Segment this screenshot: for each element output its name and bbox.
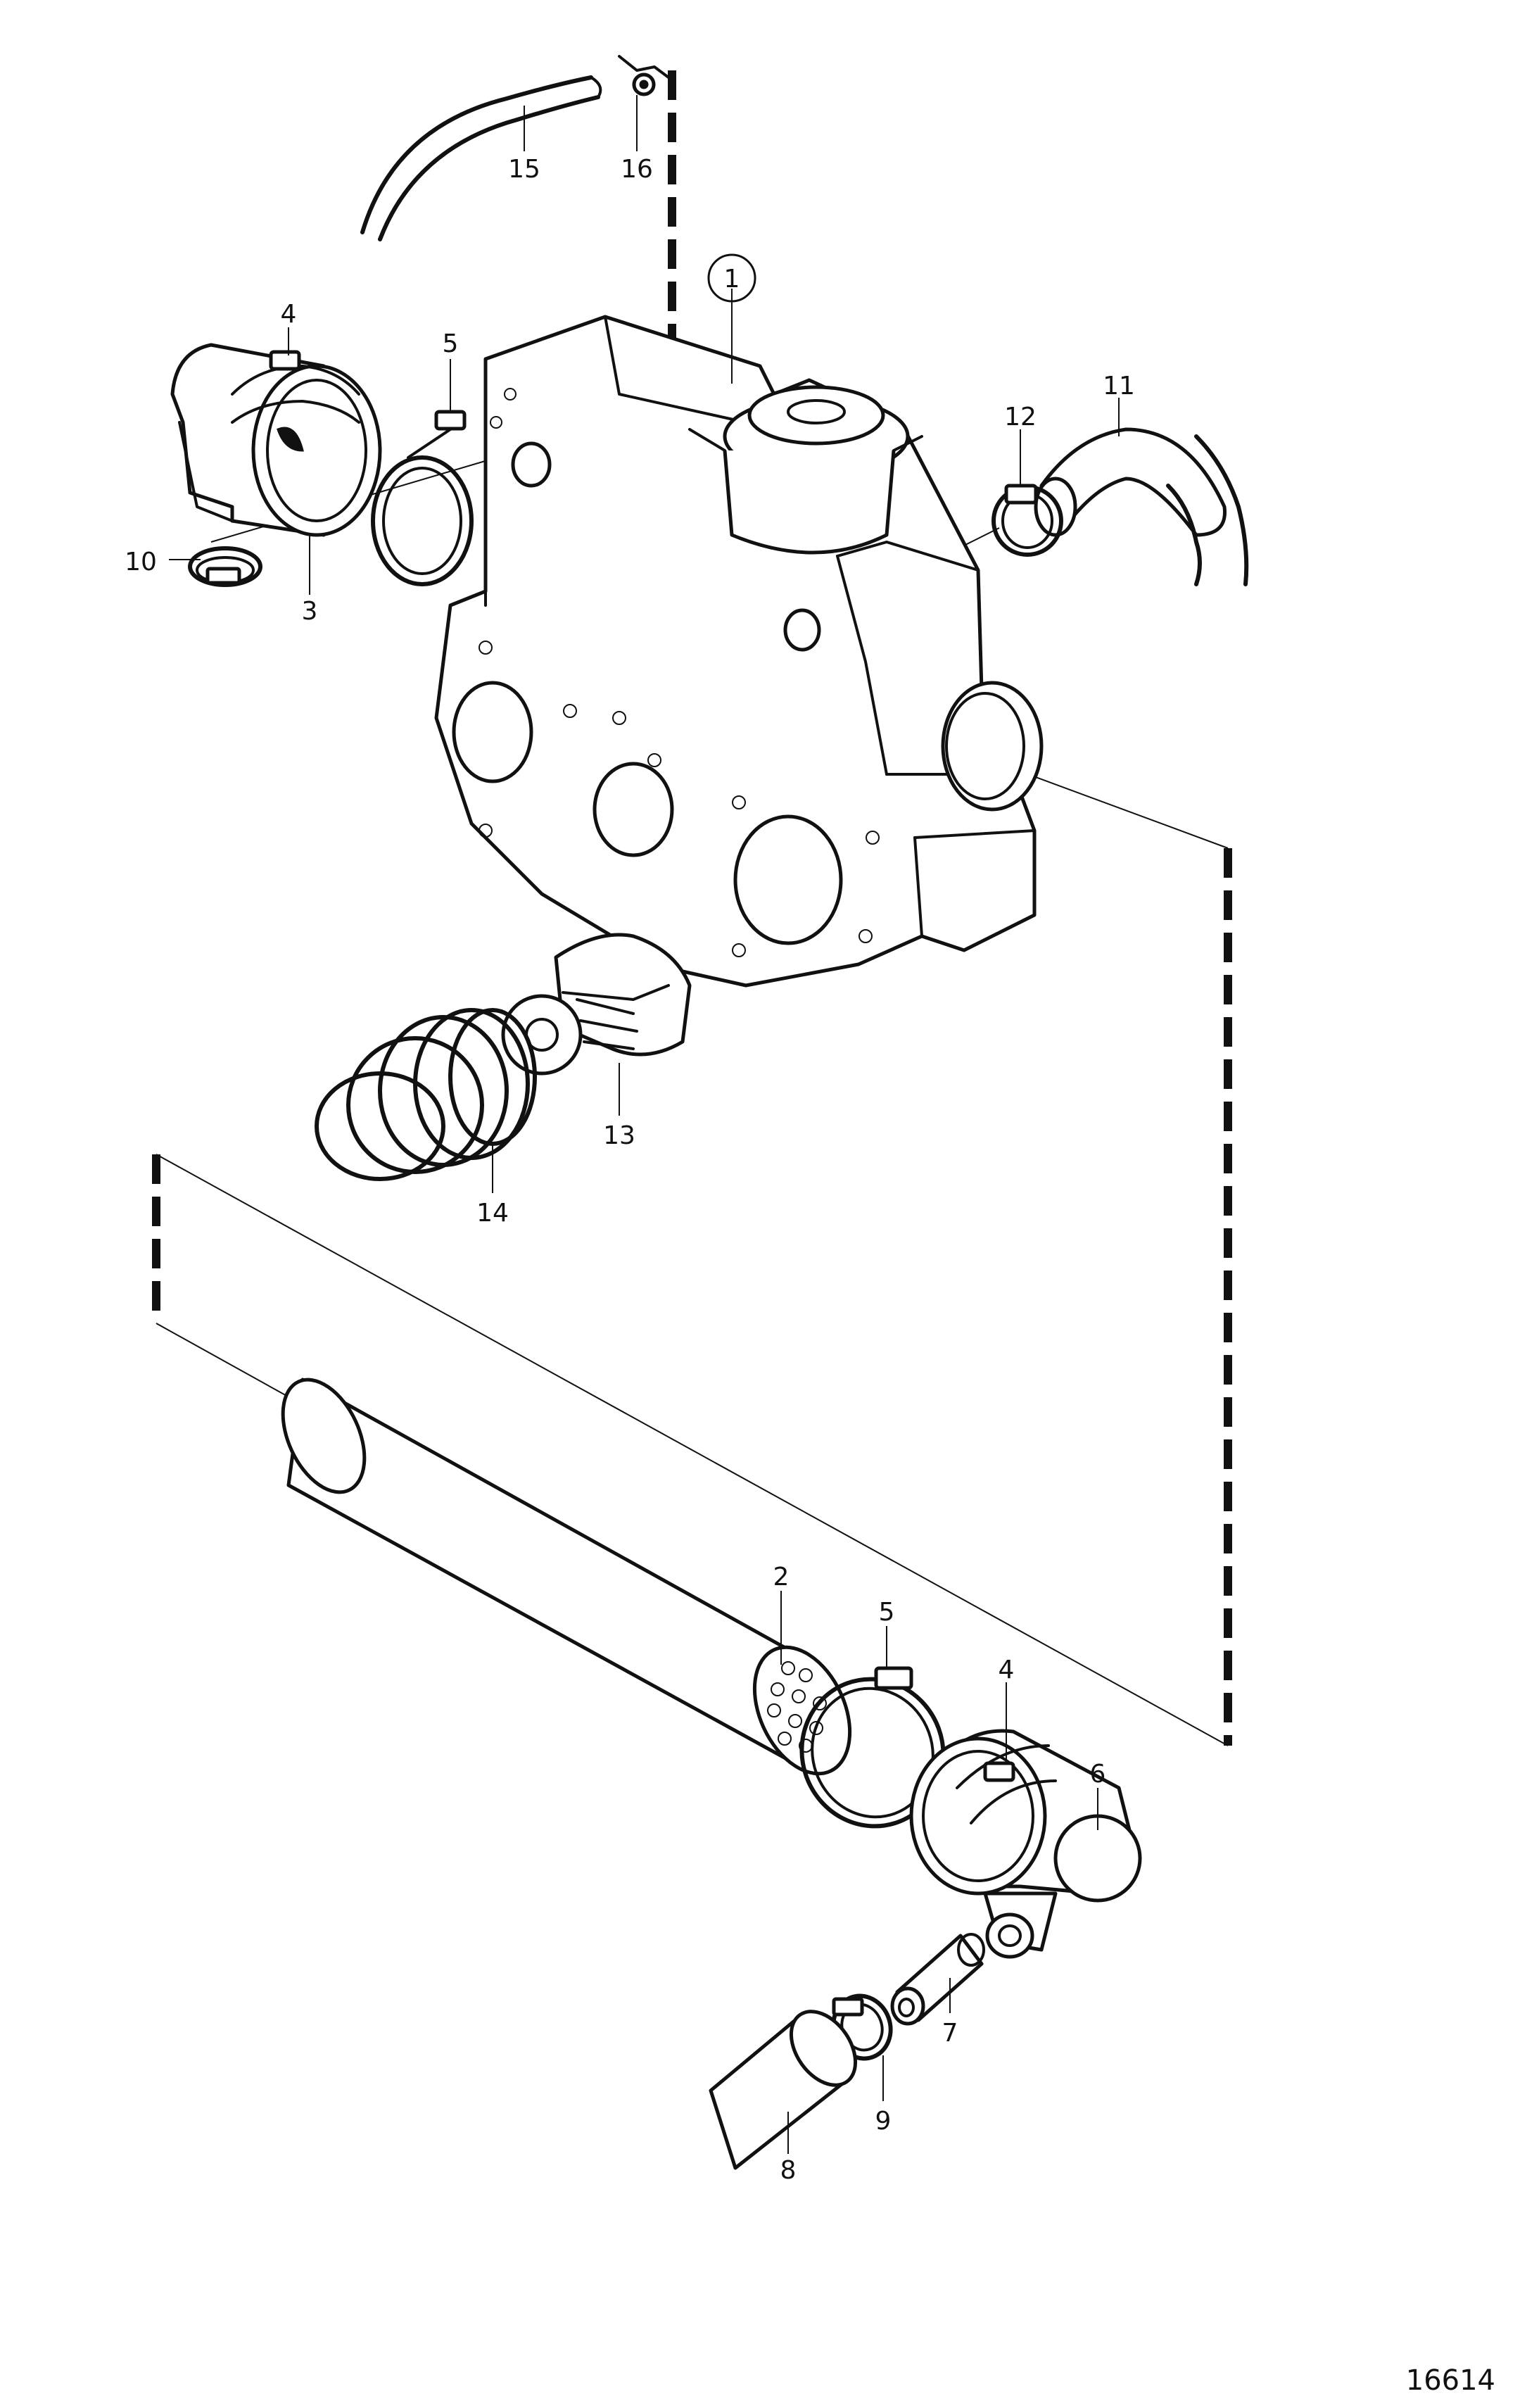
part-3-elbow (170, 343, 382, 537)
tube-end-perforations (767, 1661, 827, 1753)
part-1-manifold (434, 315, 1044, 988)
callout-2: 2 (773, 1563, 790, 1591)
part-4-clamp-top (231, 350, 360, 424)
callout-5-bottom: 5 (879, 1598, 895, 1627)
part-2-tube (281, 1378, 852, 1776)
callout-7: 7 (942, 2019, 958, 2048)
callout-9: 9 (875, 2107, 892, 2136)
part-5-clamp-top (371, 410, 474, 586)
part-8-hose (709, 2010, 858, 2170)
part-12-clamp (991, 484, 1063, 557)
drawing-number: 16614 (1406, 2364, 1495, 2397)
part-4-clamp-bottom (956, 1744, 1057, 1824)
callout-4-bottom: 4 (999, 1656, 1015, 1684)
leader-lines (169, 95, 1120, 2154)
callout-10: 10 (125, 548, 157, 576)
part-15-hose (360, 75, 602, 241)
callout-labels: 1 2 3 4 4 5 5 6 7 8 9 10 11 12 13 14 15 … (125, 155, 1135, 2185)
part-7-short-hose (890, 1933, 985, 2026)
callout-14: 14 (476, 1199, 509, 1228)
part-10-clamp (188, 546, 262, 587)
part-16-clip (618, 55, 670, 96)
callout-4-top: 4 (281, 300, 297, 329)
callout-1-circle (707, 253, 756, 303)
callout-8: 8 (780, 2156, 797, 2185)
callout-6: 6 (1090, 1760, 1106, 1789)
part-5-clamp-bottom (799, 1666, 946, 1829)
callout-12: 12 (1004, 403, 1037, 431)
callout-15: 15 (508, 155, 540, 184)
callout-16: 16 (621, 155, 653, 184)
callout-3: 3 (302, 597, 318, 626)
part-11-hose (1034, 427, 1249, 586)
callout-11: 11 (1103, 372, 1135, 401)
callout-5-top: 5 (443, 329, 459, 358)
callout-13: 13 (603, 1121, 635, 1150)
callout-1: 1 (724, 265, 740, 294)
